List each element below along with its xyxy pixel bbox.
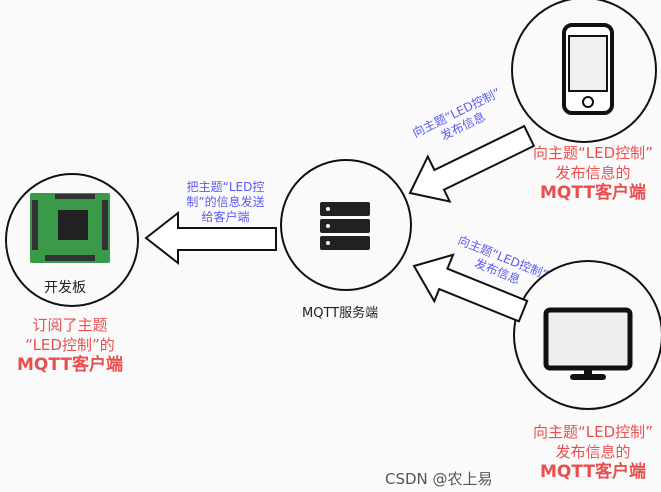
dev-board-icon (30, 193, 110, 263)
caption-line: 订阅了主题 (32, 316, 108, 334)
arrow-label-line: 给客户端 (201, 210, 250, 224)
server-label: MQTT服务端 (302, 306, 379, 321)
phone-circle (511, 0, 657, 143)
phone-icon (562, 23, 614, 115)
monitor-circle (513, 260, 661, 410)
watermark: CSDN @农上易 (385, 470, 493, 488)
caption-title: MQTT客户端 (17, 355, 123, 375)
arrow-phone-to-server (408, 124, 536, 203)
caption-line: 发布信息的 (555, 443, 631, 461)
board-caption: 订阅了主题 “LED控制”的 MQTT客户端 (10, 315, 130, 375)
server-circle (280, 159, 412, 291)
monitor-caption: 向主题“LED控制” 发布信息的 MQTT客户端 (525, 422, 661, 482)
caption-title: MQTT客户端 (540, 183, 646, 203)
board-label: 开发板 (44, 280, 86, 296)
caption-line: 向主题“LED控制” (533, 144, 653, 162)
caption-line: “LED控制”的 (25, 336, 115, 354)
server-to-board-label: 把主题“LED控 制”的信息发送 给客户端 (178, 180, 273, 225)
board-circle (5, 173, 139, 307)
monitor-icon (543, 307, 633, 380)
arrow-server-to-board (144, 210, 277, 266)
arrow-label-line: 制”的信息发送 (186, 195, 265, 209)
caption-title: MQTT客户端 (540, 462, 646, 482)
server-icon (320, 202, 370, 250)
caption-line: 发布信息的 (555, 164, 631, 182)
arrow-label-line: 把主题“LED控 (186, 180, 265, 194)
phone-caption: 向主题“LED控制” 发布信息的 MQTT客户端 (525, 143, 661, 203)
arrow-monitor-to-server (412, 253, 529, 323)
caption-line: 向主题“LED控制” (533, 423, 653, 441)
